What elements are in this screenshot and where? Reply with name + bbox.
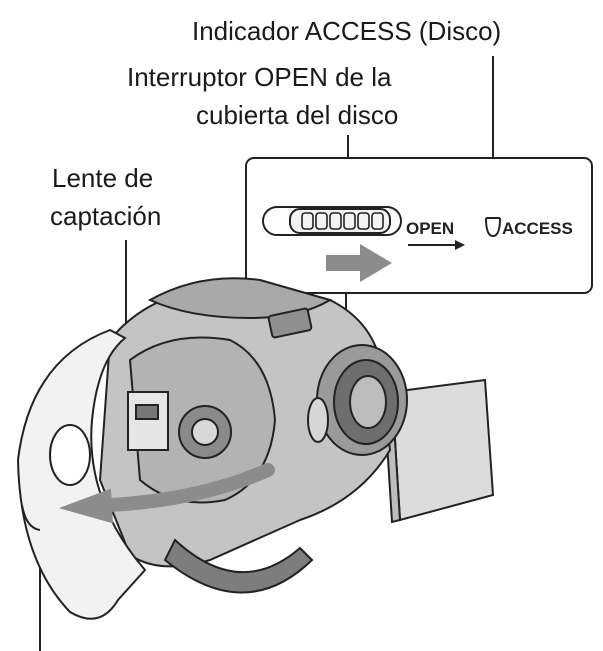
open-switch-knob: [289, 208, 391, 234]
open-direction-arrowhead: [455, 240, 465, 250]
cover-open-arrowhead: [58, 488, 114, 524]
access-lamp-icon: [485, 217, 501, 238]
slide-direction-arrow: [326, 244, 392, 282]
open-text: OPEN: [406, 219, 454, 238]
lens-glass: [349, 375, 387, 429]
side-knob: [307, 397, 329, 443]
open-switch-label-line2: cubierta del disco: [196, 100, 398, 130]
pickup-lens-area: [127, 391, 169, 451]
pickup-lens: [135, 404, 159, 420]
switch-grip-ridges: [301, 212, 384, 230]
detail-inset: OPEN ACCESS: [245, 157, 593, 294]
cover-open-arrow: [103, 463, 275, 512]
open-switch-label-line1: Interruptor OPEN de la: [127, 62, 392, 92]
hand-strap: [163, 538, 314, 594]
pickup-lens-label-line1: Lente de: [52, 163, 153, 193]
disc-cover-hole: [49, 424, 91, 486]
pickup-lens-label-line2: captación: [50, 201, 161, 231]
access-text: ACCESS: [502, 219, 573, 238]
access-indicator-label: Indicador ACCESS (Disco): [192, 16, 501, 46]
camcorder: [16, 277, 495, 620]
top-control: [267, 307, 313, 339]
